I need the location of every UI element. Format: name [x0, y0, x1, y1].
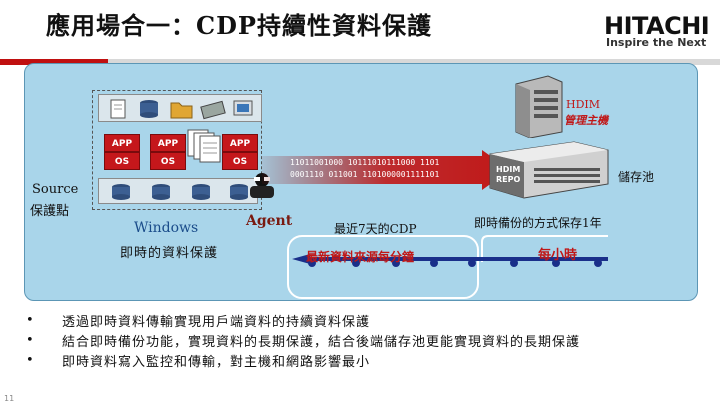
bullet-item: •透過即時資料傳輸實現用戶端資料的持續資料保護	[26, 310, 580, 330]
app-box-1: APP	[104, 134, 140, 152]
source-label: Source	[32, 182, 78, 197]
folder-icon	[171, 103, 192, 118]
agent-label: Agent	[246, 213, 292, 229]
os-box-2: OS	[150, 152, 186, 170]
disk-row	[98, 178, 258, 204]
application-icon-strip	[98, 94, 262, 122]
bullet-list: •透過即時資料傳輸實現用戶端資料的持續資料保護 •結合即時備份功能，實現資料的長…	[26, 310, 580, 370]
data-stream-text-bottom: 0001110 011001 1101000001111101	[290, 170, 439, 179]
brand-tagline: Inspire the Next	[606, 36, 706, 49]
disk-icon	[152, 184, 170, 200]
hdim-server-icon	[508, 74, 564, 138]
backup-1year-label: 即時備份的方式保存1年	[474, 214, 602, 231]
source-sub-label: 保護點	[30, 200, 69, 219]
realtime-protection-label: 即時的資料保護	[120, 242, 218, 261]
hourly-label: 每小時	[538, 244, 577, 263]
svg-text:REPO: REPO	[496, 175, 520, 184]
app-icons	[99, 95, 263, 123]
hdim-repo-storage-icon: HDIM REPO	[484, 140, 614, 200]
bullet-item: •即時資料寫入監控和傳輸，對主機和網路影響最小	[26, 350, 580, 370]
documents-stack-icon	[186, 128, 226, 164]
hdim-sub-label: 管理主機	[564, 112, 608, 128]
os-box-3: OS	[222, 152, 258, 170]
disk-icons	[99, 179, 259, 205]
svg-text:HDIM: HDIM	[496, 165, 520, 174]
storage-pool-label: 儲存池	[618, 168, 654, 185]
bullet-item: •結合即時備份功能，實現資料的長期保護，結合後端儲存池更能實現資料的長期保護	[26, 330, 580, 350]
disk-icon	[112, 184, 130, 200]
app-box-2: APP	[150, 134, 186, 152]
os-box-1: OS	[104, 152, 140, 170]
recent-source-label: 最新資料來源每分鐘	[306, 248, 414, 265]
data-stream-text-top: 11011001000 10111010111000 1101	[290, 158, 439, 167]
hdim-label: HDIM	[566, 98, 600, 111]
memory-icon	[201, 101, 225, 118]
disk-icon	[192, 184, 210, 200]
windows-label: Windows	[134, 220, 198, 236]
page-number: 11	[4, 394, 14, 403]
retention-timeline	[286, 232, 616, 302]
app-box-3: APP	[222, 134, 258, 152]
page-title: 應用場合一：CDP持續性資料保護	[46, 6, 432, 41]
